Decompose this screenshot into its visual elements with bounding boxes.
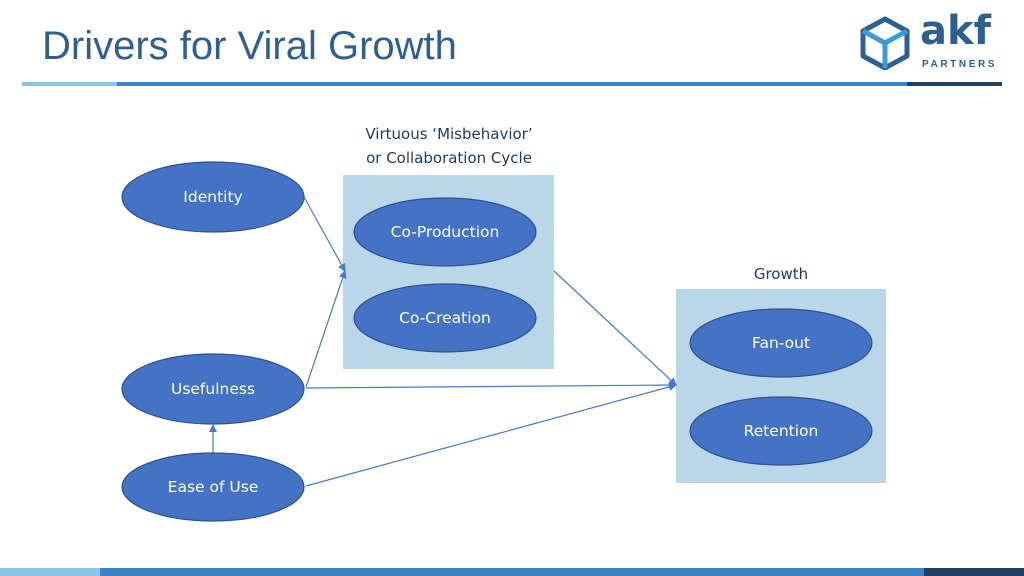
logo-wordmark: akf bbox=[920, 8, 991, 54]
logo-subtitle: PARTNERS bbox=[922, 59, 998, 70]
akf-logo: akf PARTNERS bbox=[858, 8, 1008, 74]
cube-icon bbox=[860, 16, 910, 70]
edge-identity-to-cycle bbox=[303, 196, 346, 272]
node-co-creation-label: Co-Creation bbox=[399, 309, 491, 327]
node-identity-label: Identity bbox=[183, 188, 242, 206]
header-rule bbox=[22, 82, 1002, 86]
node-fan-out-label: Fan-out bbox=[752, 334, 810, 352]
edge-cycle-to-growth bbox=[553, 270, 677, 386]
growth-group-label: Growth bbox=[754, 265, 808, 283]
node-co-creation: Co-Creation bbox=[353, 283, 537, 353]
cycle-group-label-line1: Virtuous ‘Misbehavior’ bbox=[365, 125, 532, 143]
slide-title: Drivers for Viral Growth bbox=[42, 24, 457, 68]
edge-usefulness-to-growth bbox=[305, 381, 677, 390]
node-co-production: Co-Production bbox=[353, 197, 537, 267]
node-ease-of-use-label: Ease of Use bbox=[168, 478, 259, 496]
node-retention: Retention bbox=[689, 396, 873, 466]
footer-rule bbox=[0, 568, 1024, 576]
cycle-group-label-line2: or Collaboration Cycle bbox=[366, 149, 532, 167]
node-usefulness-label: Usefulness bbox=[171, 380, 255, 398]
node-identity: Identity bbox=[121, 161, 305, 233]
node-co-production-label: Co-Production bbox=[391, 223, 500, 241]
node-fan-out: Fan-out bbox=[689, 308, 873, 378]
edge-usefulness-to-cycle bbox=[305, 270, 347, 388]
node-ease-of-use: Ease of Use bbox=[121, 452, 305, 522]
node-retention-label: Retention bbox=[744, 422, 819, 440]
node-usefulness: Usefulness bbox=[121, 353, 305, 425]
edge-ease-to-growth bbox=[305, 382, 677, 487]
